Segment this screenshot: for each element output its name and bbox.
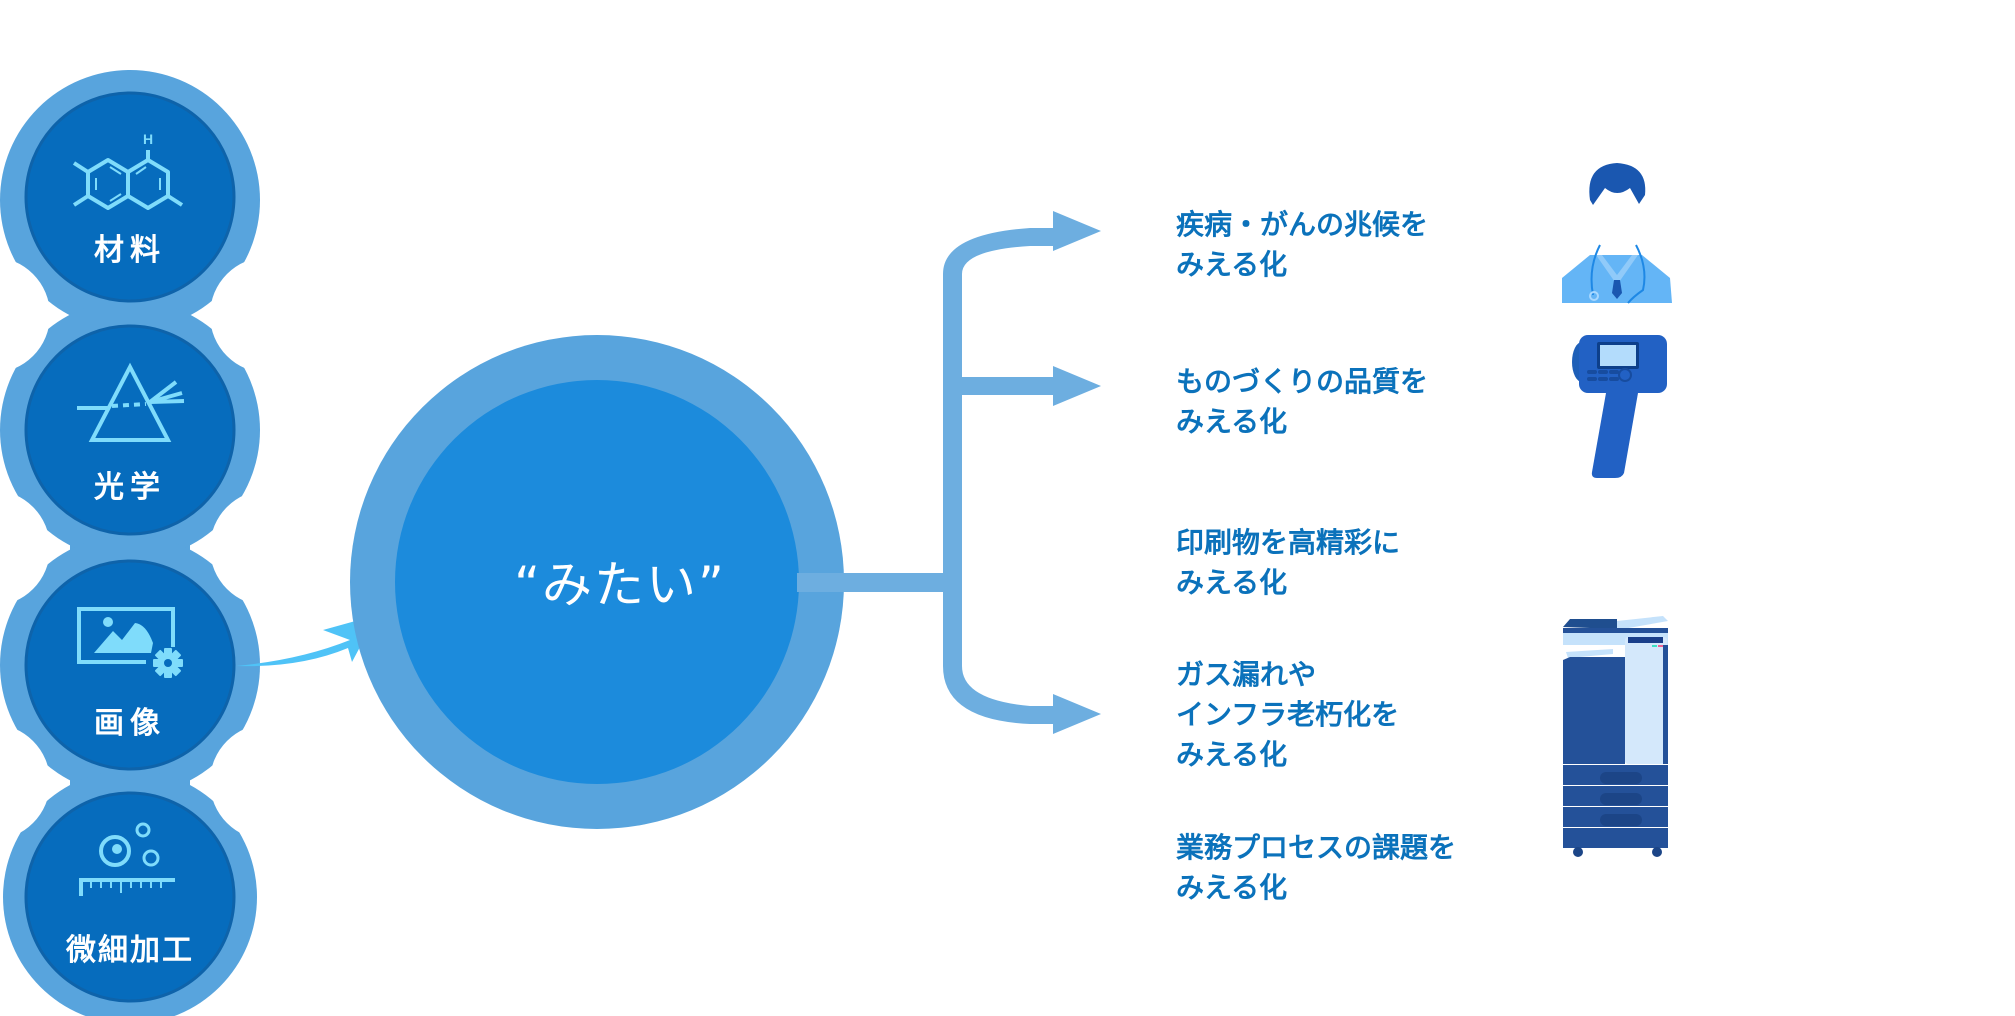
molecule-icon: H [72,131,184,210]
tech-label-materials: 材料 [94,233,166,268]
handheld-scanner-icon [1572,335,1667,478]
trunk-connector [797,573,953,592]
image-gear-icon [77,607,183,678]
doctor-icon [1562,163,1672,304]
tech-label-microfabrication: 微細加工 [66,933,194,968]
branch-arrows [797,211,1101,734]
tech-node-microfabrication[interactable] [24,791,236,1003]
outcome-print-fidelity: 印刷物を高精彩に みえる化 [1176,526,1401,599]
waist-cutout [210,724,326,840]
arrow-head-3 [1053,694,1101,734]
outcome-business-process: 業務プロセスの課題を みえる化 [1176,831,1457,904]
waist-cutout [210,257,326,373]
waist-cutout [0,724,50,840]
center-label: “みたい” [514,556,726,614]
waist-cutout [0,257,50,373]
outcome-infrastructure-inspection: ガス漏れや インフラ老朽化を みえる化 [1176,658,1400,771]
waist-cutout [0,490,50,606]
multifunction-printer-icon [1563,616,1668,857]
tech-node-optics[interactable] [24,324,236,536]
arrow-head-1 [1053,211,1101,251]
outcome-manufacturing-quality: ものづくりの品質を みえる化 [1176,365,1429,438]
input-arrow [236,615,377,667]
tech-label-optics: 光学 [94,470,166,505]
branch-trunk [943,228,1055,724]
svg-text:H: H [143,131,153,147]
center-inner-circle [395,380,799,784]
outcome-disease-detection: 疾病・がんの兆候を みえる化 [1176,208,1429,281]
waist-cutout [210,490,326,606]
center-node[interactable] [350,335,844,829]
branch-middle-line [962,377,1055,395]
arrow-head-2 [1053,366,1101,406]
technology-chain [0,70,326,1016]
microfabrication-ruler-icon [79,822,175,896]
tech-label-imaging: 画像 [94,706,166,741]
prism-icon [77,362,185,442]
